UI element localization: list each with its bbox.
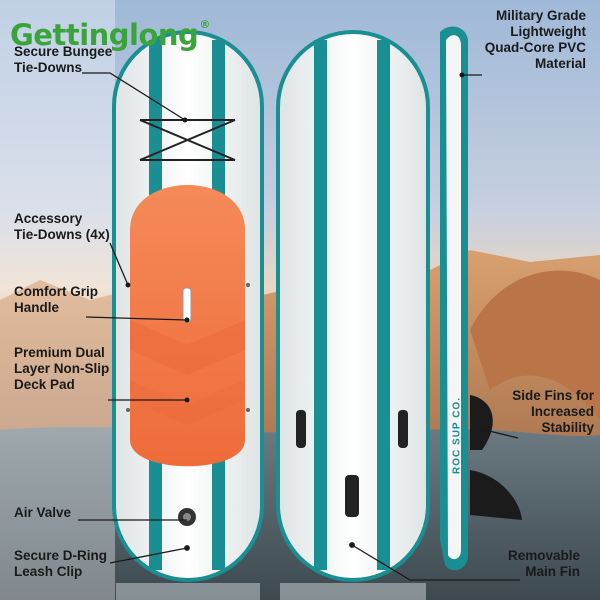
bungee-cords	[139, 119, 236, 161]
leader-dots	[125, 72, 488, 551]
registered-mark: ®	[199, 18, 210, 31]
brand-logo: Gettinglong®	[10, 18, 210, 52]
deck-pad	[130, 185, 245, 467]
board-bottom-view	[276, 30, 430, 582]
side-fin-box-right	[398, 410, 408, 448]
label-d-ring: Secure D-Ring Leash Clip	[14, 548, 108, 579]
board-side-text: ROC SUP CO.	[451, 397, 463, 474]
side-fin	[470, 395, 493, 450]
label-deck-pad: Premium Dual Layer Non-Slip Deck Pad	[14, 345, 110, 392]
label-material: Military Grade Lightweight Quad-Core PVC…	[484, 8, 586, 71]
label-grip: Comfort Grip Handle	[14, 284, 98, 315]
board-side-view	[440, 26, 522, 571]
label-backdrop	[0, 0, 115, 600]
grip-handle	[182, 287, 192, 323]
label-accessory: Accessory Tie-Downs (4x)	[14, 211, 110, 242]
label-side-fins: Side Fins for Increased Stability	[512, 388, 594, 435]
brand-name: Gettinglong	[10, 18, 199, 52]
label-main-fin: Removable Main Fin	[507, 548, 580, 579]
canyon-arch	[470, 270, 600, 420]
leader-lines	[78, 72, 520, 581]
board-top-view	[112, 30, 264, 582]
label-bungee: Secure Bungee Tie-Downs	[14, 44, 113, 75]
main-fin-box	[345, 475, 359, 517]
side-fin-box-left	[296, 410, 306, 448]
deck-pad-chevron	[130, 320, 245, 375]
main-fin	[470, 470, 522, 520]
label-air-valve: Air Valve	[14, 505, 72, 520]
